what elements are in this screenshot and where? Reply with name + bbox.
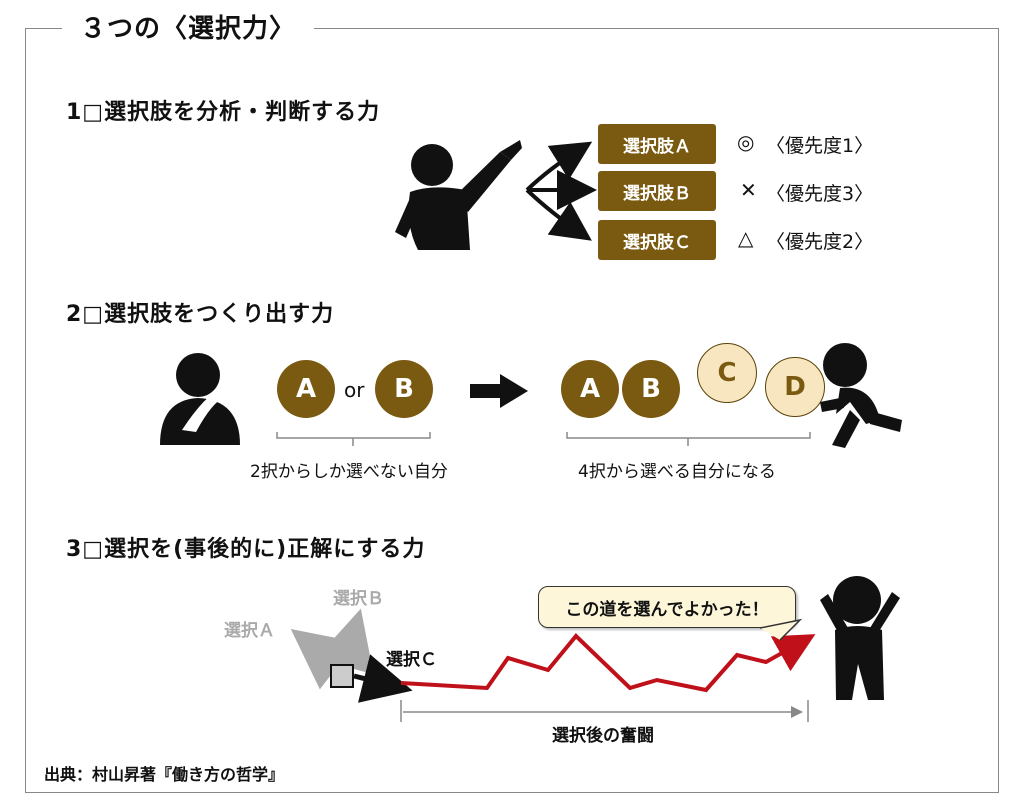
bubble-tail [759,618,803,641]
thinking-person-icon [160,353,240,445]
choice-c-arrow [353,654,413,703]
bracket-four-choices [566,432,811,446]
double-circle-mark: ◎ [737,130,755,154]
choice-a-label: 選択Ａ [224,621,275,641]
frame-border [25,28,999,793]
choice-b-circle: B [375,360,433,418]
struggle-path-line [400,633,816,693]
cross-mark: ✕ [740,178,757,202]
section2-heading: 2□選択肢をつくり出す力 [66,302,335,327]
choice-a-circle: A [277,360,335,418]
struggle-span-marker [400,700,809,722]
section3-heading: 3□選択を(事後的に)正解にする力 [66,537,426,562]
bracket-two-choices [276,432,431,446]
pointing-person-icon [395,140,522,250]
choice-b-circle-right: B [622,360,680,418]
choice-c-circle: C [697,343,757,403]
choice-a-arrow [290,628,357,690]
caption-four-choices: 4択から選べる自分になる [578,462,776,482]
choice-b-arrow [315,608,374,675]
struggle-label: 選択後の奮闘 [552,726,654,746]
triangle-mark: △ [738,226,754,250]
branch-arrows [525,141,597,241]
choice-b-label: 選択Ｂ [333,589,384,609]
option-c-chip: 選択肢Ｃ [598,220,716,260]
priority-c: 〈優先度2〉 [766,231,874,253]
source-citation: 出典：村山昇著『働き方の哲学』 [44,765,285,784]
or-label: or [344,378,365,402]
section1-heading: 1□選択肢を分析・判断する力 [66,100,381,125]
speech-bubble: この道を選んでよかった！ [538,586,796,628]
running-person-icon [820,343,902,448]
priority-a: 〈優先度1〉 [766,135,874,157]
transition-arrow [470,374,528,408]
choice-a-circle-right: A [561,360,619,418]
option-b-chip: 選択肢Ｂ [598,171,716,211]
priority-b: 〈優先度3〉 [766,183,874,205]
start-square-icon [330,664,354,688]
happy-person-icon [820,576,900,700]
caption-two-choices: 2択からしか選べない自分 [250,462,448,482]
option-a-chip: 選択肢Ａ [598,124,716,164]
page-title: ３つの〈選択力〉 [62,8,315,45]
choice-d-circle: D [765,357,825,417]
